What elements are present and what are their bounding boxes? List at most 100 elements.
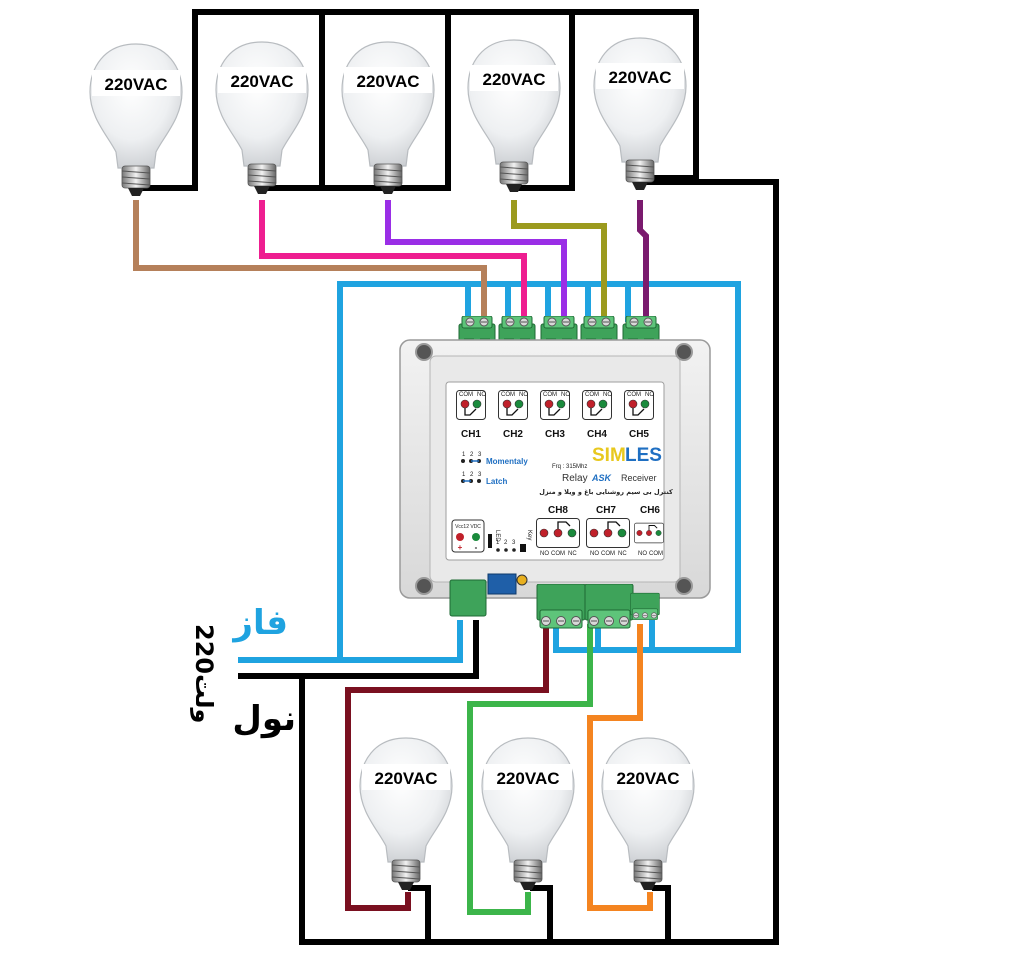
bulb-top-2: 220VAC [215,41,309,195]
relay-icon [634,522,664,544]
relay-no-label: NO [519,392,528,398]
phase-top-com [465,284,631,322]
channel-label: CH5 [629,429,649,440]
mount-hole [675,577,693,595]
relay-com-label: COM [649,551,663,557]
mount-hole [675,343,693,361]
mode-digit: 3 [478,472,482,478]
lightbulb-icon [359,737,453,891]
frequency-label: Frq : 315Mhz [552,464,587,470]
led-key-block: LED 1 2 3 Key [488,530,532,552]
brand-block: SIM LES Frq : 315Mhz Relay ASK Receiver … [539,445,673,496]
neutral-bottom-b1 [408,885,431,942]
neutral-to-module [302,620,479,679]
relay-nc-label: NC [568,551,577,557]
relay-ch4: COM NO CH4 [582,390,612,440]
relay-com-label: COM [459,392,473,398]
key-digit: 2 [504,540,508,546]
bulb-label: 220VAC [617,769,680,788]
relay-com-label: COM [551,551,565,557]
neutral-bottom-b3 [652,885,671,942]
bulb-top-4: 220VAC [467,39,561,193]
channel-label: CH7 [596,505,616,516]
title-ask: ASK [591,473,613,483]
module-label-panel [445,381,665,561]
mode-momentary-label: Momentaly [486,457,528,466]
brand-logo-part1: SIM [592,445,626,466]
bottom-terminals [449,573,660,629]
power-minus: - [475,543,478,552]
terminal-block-ch7 [584,584,634,629]
brand-logo-part2: LES [625,445,662,466]
bulb-top-3: 220VAC [341,41,435,195]
relay-no-label: NO [540,551,549,557]
key-digit: 1 [496,540,500,546]
relay-no-label: NO [603,392,612,398]
bulb-label: 220VAC [357,72,420,91]
bottom-bulbs: 220VAC 220VAC 220VAC [359,737,695,891]
bottom-relays: CH8 CH7 CH6 NO COM NC NO COM NC NO COM [536,505,664,557]
relay-no-label: NO [645,392,654,398]
ch3-wire [385,200,567,322]
bulb-top-1: 220VAC [89,43,183,197]
channel-label: CH8 [548,505,568,516]
channel-wires [133,200,653,915]
relay-com-label: COM [627,392,641,398]
lightbulb-icon [593,37,687,191]
bulb-label: 220VAC [483,70,546,89]
neutral-label: نول [232,699,296,739]
supply-labels: فاز نول 220ولت [190,603,296,739]
relay-no-label: NO [477,392,486,398]
lightbulb-icon [481,737,575,891]
ch8-wire [345,624,549,911]
relay-no-label: NO [638,551,647,557]
relay-ch1: COM NO CH1 [456,390,486,440]
mode-digit: 1 [462,472,466,478]
bulb-label: 220VAC [231,72,294,91]
title-relay: Relay [562,473,588,484]
relay-ch7: NO COM NC [586,518,630,557]
relay-com-label: COM [601,551,615,557]
relay-icon [536,518,580,548]
ch2-wire [259,200,527,322]
ch5-wire [637,200,649,322]
bulb-bottom-3: 220VAC [601,737,695,891]
relay-com-label: COM [585,392,599,398]
mode-digit: 2 [470,452,474,458]
relay-no-label: NO [590,551,599,557]
neutral-wires [142,9,779,945]
neutral-right-trunk [238,179,779,945]
channel-label: CH4 [587,429,607,440]
ch1-wire [133,200,487,322]
mount-hole [415,577,433,595]
title-receiver: Receiver [621,473,657,483]
led-label: LED [494,530,500,542]
mode-latch-label: Latch [486,477,507,486]
ch4-wire [511,200,607,322]
bulb-top-5: 220VAC [593,37,687,191]
lightbulb-icon [341,41,435,195]
channel-label: CH6 [640,505,660,516]
relay-ch6: NO COM [634,522,664,557]
phase-label: فاز [231,603,288,643]
bulb-bottom-1: 220VAC [359,737,453,891]
lightbulb-icon [89,43,183,197]
ch6-wire [587,624,653,911]
relay-nc-label: NC [618,551,627,557]
channel-label: CH3 [545,429,565,440]
relay-ch2: COM NO CH2 [498,390,528,440]
relay-module: COM NO CH1 COM NO CH2 COM NO CH3 COM NO … [399,316,711,629]
bulb-label: 220VAC [609,68,672,87]
relay-com-label: COM [543,392,557,398]
terminal-block-ch6 [630,592,660,621]
lightbulb-icon [467,39,561,193]
ch7-wire [467,624,593,915]
phase-bottom-com [556,620,655,653]
mount-hole [415,343,433,361]
mode-digit: 2 [470,472,474,478]
bulb-label: 220VAC [105,75,168,94]
relay-icon [586,518,630,548]
power-input-block: Vcc12 VDC + - [451,519,485,553]
mode-selector: 1 2 3 Momentaly 1 2 3 Latch [461,452,528,486]
